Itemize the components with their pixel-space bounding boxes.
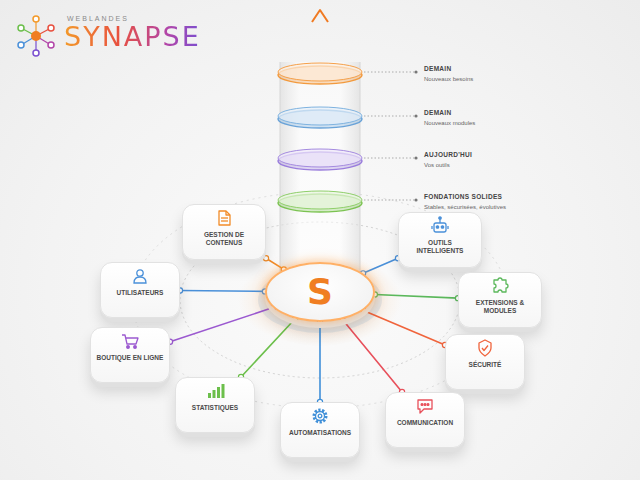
leader-dot [414,156,417,159]
module-tile: SÉCURITÉ [445,334,525,390]
hub-platform: S [265,262,375,322]
connector-line [363,258,398,273]
module-tile: COMMUNICATION [385,392,465,448]
connector-line [319,322,321,402]
connector-line [170,308,273,342]
connector-line [342,319,402,392]
module-label: BOUTIQUE EN LIGNE [97,354,164,362]
layer-note: Vos outils [424,161,450,169]
module-label: COMMUNICATION [397,419,453,427]
leader-line [364,158,414,159]
module-label: GESTION DE CONTENUS [188,231,260,247]
module-label: EXTENSIONS & MODULES [464,299,536,315]
growth-arrow [319,12,321,262]
layer-note: Stables, sécurisées, évolutives [424,203,506,211]
module-tile: GESTION DE CONTENUS [182,204,266,260]
module-label: AUTOMATISATIONS [289,429,351,437]
hub-letter: S [307,272,333,312]
module-tile: EXTENSIONS & MODULES [458,272,542,328]
module-tile: STATISTIQUES [175,377,255,433]
leader-line [364,116,414,117]
connector-line [180,290,265,293]
column-edge [280,62,281,274]
module-label: OUTILS INTELLIGENTS [404,239,476,255]
layer-heading: DEMAIN [424,65,451,73]
leader-dot [414,70,417,73]
connector-line [241,319,295,377]
leader-line [364,200,414,201]
arrow-head [312,10,328,22]
module-tile: BOUTIQUE EN LIGNE [90,327,170,383]
connector-line [363,310,445,345]
layer-note: Nouveaux besoins [424,75,473,83]
module-label: SÉCURITÉ [469,361,502,369]
leader-line [364,72,414,73]
module-label: STATISTIQUES [192,404,238,412]
connector-dot [263,256,268,261]
leader-dot [414,198,417,201]
leader-dot [414,114,417,117]
connector-line [375,294,458,298]
module-tile: OUTILS INTELLIGENTS [398,212,482,268]
layer-heading: FONDATIONS SOLIDES [424,193,502,201]
layer-heading: DEMAIN [424,109,451,117]
product-name: SYNAPSE [64,22,201,52]
module-tile: UTILISATEURS [100,262,180,318]
module-tile: AUTOMATISATIONS [280,402,360,458]
layer-heading: AUJOURD'HUI [424,151,472,159]
logo-icon [18,16,54,56]
module-label: UTILISATEURS [117,289,164,297]
layer-note: Nouveaux modules [424,119,475,127]
column-edge [360,62,361,274]
